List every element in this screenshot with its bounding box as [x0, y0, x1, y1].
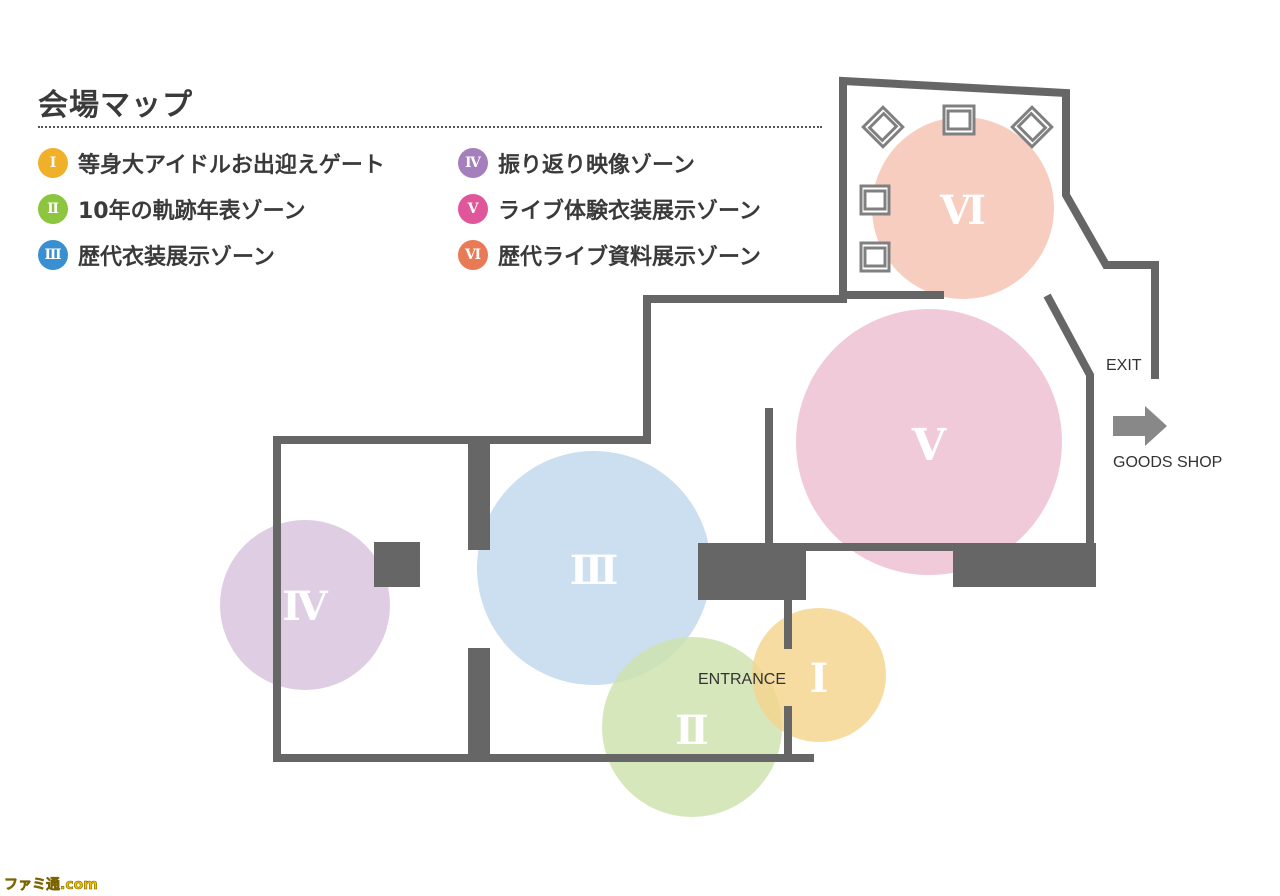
legend-badge-2: Ⅱ — [38, 194, 68, 224]
legend-label-3: 歴代衣装展示ゾーン — [78, 245, 275, 270]
legend-badge-6: Ⅵ — [458, 240, 488, 270]
legend-item-6: Ⅵ 歴代ライブ資料展示ゾーン — [458, 238, 761, 272]
legend-item-2: Ⅱ 10年の軌跡年表ゾーン — [38, 192, 306, 226]
legend-label-2: 10年の軌跡年表ゾーン — [78, 199, 306, 224]
goods-shop-label: GOODS SHOP — [1113, 454, 1222, 471]
legend-label-5: ライブ体験衣装展示ゾーン — [498, 199, 761, 224]
zone-1-numeral: Ⅰ — [810, 655, 829, 702]
zone-2-numeral: Ⅱ — [675, 707, 709, 754]
legend-item-5: Ⅴ ライブ体験衣装展示ゾーン — [458, 192, 761, 226]
legend-badge-5: Ⅴ — [458, 194, 488, 224]
legend-badge-4: Ⅳ — [458, 148, 488, 178]
legend-badge-3: Ⅲ — [38, 240, 68, 270]
legend-item-1: Ⅰ 等身大アイドルお出迎えゲート — [38, 146, 385, 180]
watermark-logo: ファミ通.com — [4, 877, 98, 894]
zone-numerals: Ⅳ Ⅲ Ⅱ Ⅰ Ⅴ Ⅵ — [282, 187, 986, 754]
title-divider — [38, 126, 822, 128]
display-case-icon — [942, 104, 976, 136]
zone-5-circle — [796, 309, 1062, 575]
exit-label: EXIT — [1106, 357, 1142, 374]
zone-6-circle — [872, 117, 1054, 299]
zone-5-numeral: Ⅴ — [911, 420, 947, 471]
legend-badge-1: Ⅰ — [38, 148, 68, 178]
exit-diagonal-wall — [1043, 293, 1094, 549]
display-case-icon — [859, 184, 891, 216]
display-case-icon — [1010, 105, 1054, 149]
outer-wall-left — [273, 295, 847, 762]
legend-label-4: 振り返り映像ゾーン — [498, 153, 695, 178]
zone-3-numeral: Ⅲ — [570, 547, 619, 594]
zone-4-circle — [220, 520, 390, 690]
legend-label-1: 等身大アイドルお出迎えゲート — [78, 153, 385, 178]
outer-wall-top-room — [839, 76, 1159, 379]
entrance-label: ENTRANCE — [698, 671, 786, 688]
display-case-icon — [861, 105, 905, 149]
page-title: 会場マップ — [38, 88, 193, 123]
legend-item-3: Ⅲ 歴代衣装展示ゾーン — [38, 238, 275, 272]
legend-item-4: Ⅳ 振り返り映像ゾーン — [458, 146, 695, 180]
zone-6-numeral: Ⅵ — [939, 187, 986, 234]
zone-circles — [220, 117, 1062, 817]
partition-3-top — [468, 440, 490, 550]
zone-3-circle — [477, 451, 711, 685]
block-right — [953, 543, 1096, 587]
pillar-4 — [374, 542, 420, 587]
zone-4-numeral: Ⅳ — [282, 583, 328, 630]
exit-arrow-icon — [1113, 406, 1167, 446]
partition-3-bottom — [468, 648, 490, 758]
map-labels: ENTRANCE EXIT GOODS SHOP — [698, 357, 1222, 688]
display-case-icon — [859, 241, 891, 273]
legend-label-6: 歴代ライブ資料展示ゾーン — [498, 245, 761, 270]
display-cases — [859, 104, 1054, 273]
block-center — [698, 543, 806, 600]
partitions — [374, 440, 1096, 758]
zone-2-circle — [602, 637, 782, 817]
